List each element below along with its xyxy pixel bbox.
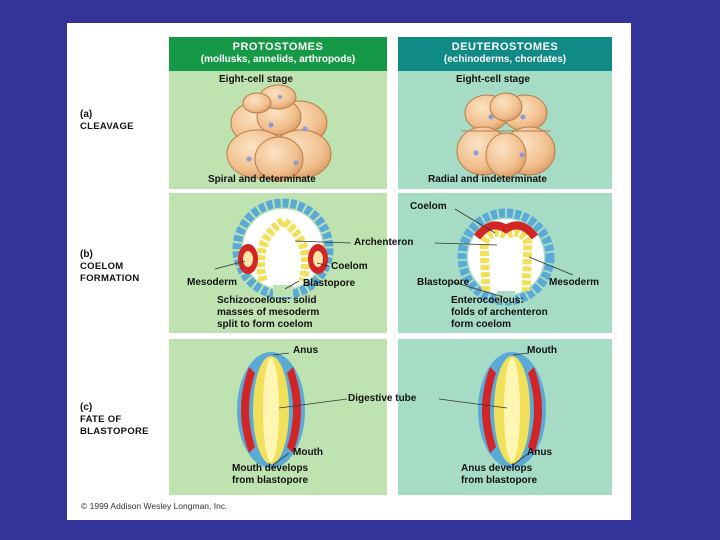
section-b-label: (b) COELOM FORMATION (80, 249, 140, 285)
deuterostomes-title: DEUTEROSTOMES (451, 41, 559, 53)
deuterostomes-header: DEUTEROSTOMES (echinoderms, chordates) (398, 37, 612, 71)
copyright-notice: © 1999 Addison Wesley Longman, Inc. (81, 501, 228, 511)
section-b-name1: COELOM (80, 261, 124, 272)
deut-top-label: Mouth (527, 345, 557, 356)
proto-coelom-caption-line2: masses of mesoderm (217, 307, 320, 318)
deut-cleavage-caption: Radial and indeterminate (428, 174, 547, 185)
deut-blastopore-caption-line1: Anus develops (461, 463, 533, 474)
section-c-name2: BLASTOPORE (80, 426, 149, 437)
section-b-name2: FORMATION (80, 273, 140, 284)
mesoderm-left-label: Mesoderm (187, 277, 238, 288)
section-b-letter: (b) (80, 249, 93, 260)
digestive-tube-label: Digestive tube (348, 393, 417, 404)
deut-blastopore-caption: Anus develops from blastopore (461, 463, 537, 487)
blastopore-right-label: Blastopore (417, 277, 470, 288)
deut-eight-cell-embryo (456, 92, 556, 178)
proto-cleavage-caption: Spiral and determinate (208, 174, 316, 185)
deut-coelom-caption-line3: form coelom (451, 319, 512, 330)
proto-blastopore-caption-line1: Mouth develops (232, 463, 309, 474)
proto-bottom-label: Mouth (293, 447, 323, 458)
deut-digestive-tube (478, 352, 546, 468)
mesoderm-right-label: Mesoderm (549, 277, 600, 288)
proto-coelom-caption-line1: Schizocoelous: solid (217, 295, 317, 306)
deut-coelom-caption: Enterocoelous: folds of archenteron form… (451, 295, 548, 331)
diagram-drawings (214, 84, 574, 468)
deut-coelom-diagram (457, 208, 555, 306)
archenteron-label: Archenteron (354, 237, 414, 248)
coelom-right-label: Coelom (331, 261, 368, 272)
proto-coelom-diagram (232, 198, 334, 300)
section-a-name: CLEAVAGE (80, 121, 134, 132)
protostomes-subtitle: (mollusks, annelids, arthropods) (200, 54, 356, 65)
deut-blastopore-caption-line2: from blastopore (461, 475, 538, 486)
proto-blastopore-caption-line2: from blastopore (232, 475, 309, 486)
section-c-label: (c) FATE OF BLASTOPORE (80, 402, 149, 438)
deut-stage-label: Eight-cell stage (456, 74, 530, 85)
proto-blastopore-caption: Mouth develops from blastopore (232, 463, 308, 487)
section-c-letter: (c) (80, 402, 93, 413)
blastopore-left-label: Blastopore (303, 278, 356, 289)
protostomes-header: PROTOSTOMES (mollusks, annelids, arthrop… (169, 37, 387, 71)
deut-bottom-label: Anus (527, 447, 552, 458)
proto-stage-label: Eight-cell stage (219, 74, 293, 85)
proto-top-label: Anus (293, 345, 318, 356)
protostomes-title: PROTOSTOMES (232, 41, 324, 53)
section-c-name1: FATE OF (80, 414, 122, 425)
section-a-letter: (a) (80, 109, 93, 120)
proto-eight-cell-embryo (226, 84, 332, 182)
proto-digestive-tube (237, 352, 305, 468)
deut-coelom-caption-line2: folds of archenteron (451, 307, 548, 318)
deuterostomes-subtitle: (echinoderms, chordates) (443, 54, 567, 65)
coelom-top-label: Coelom (410, 201, 447, 212)
section-a-label: (a) CLEAVAGE (80, 109, 134, 133)
leader-lines (214, 208, 574, 466)
proto-coelom-caption: Schizocoelous: solid masses of mesoderm … (217, 295, 319, 331)
figure-sheet: PROTOSTOMES (mollusks, annelids, arthrop… (67, 23, 631, 520)
deut-coelom-caption-line1: Enterocoelous: (451, 295, 524, 306)
proto-coelom-caption-line3: split to form coelom (217, 319, 313, 330)
